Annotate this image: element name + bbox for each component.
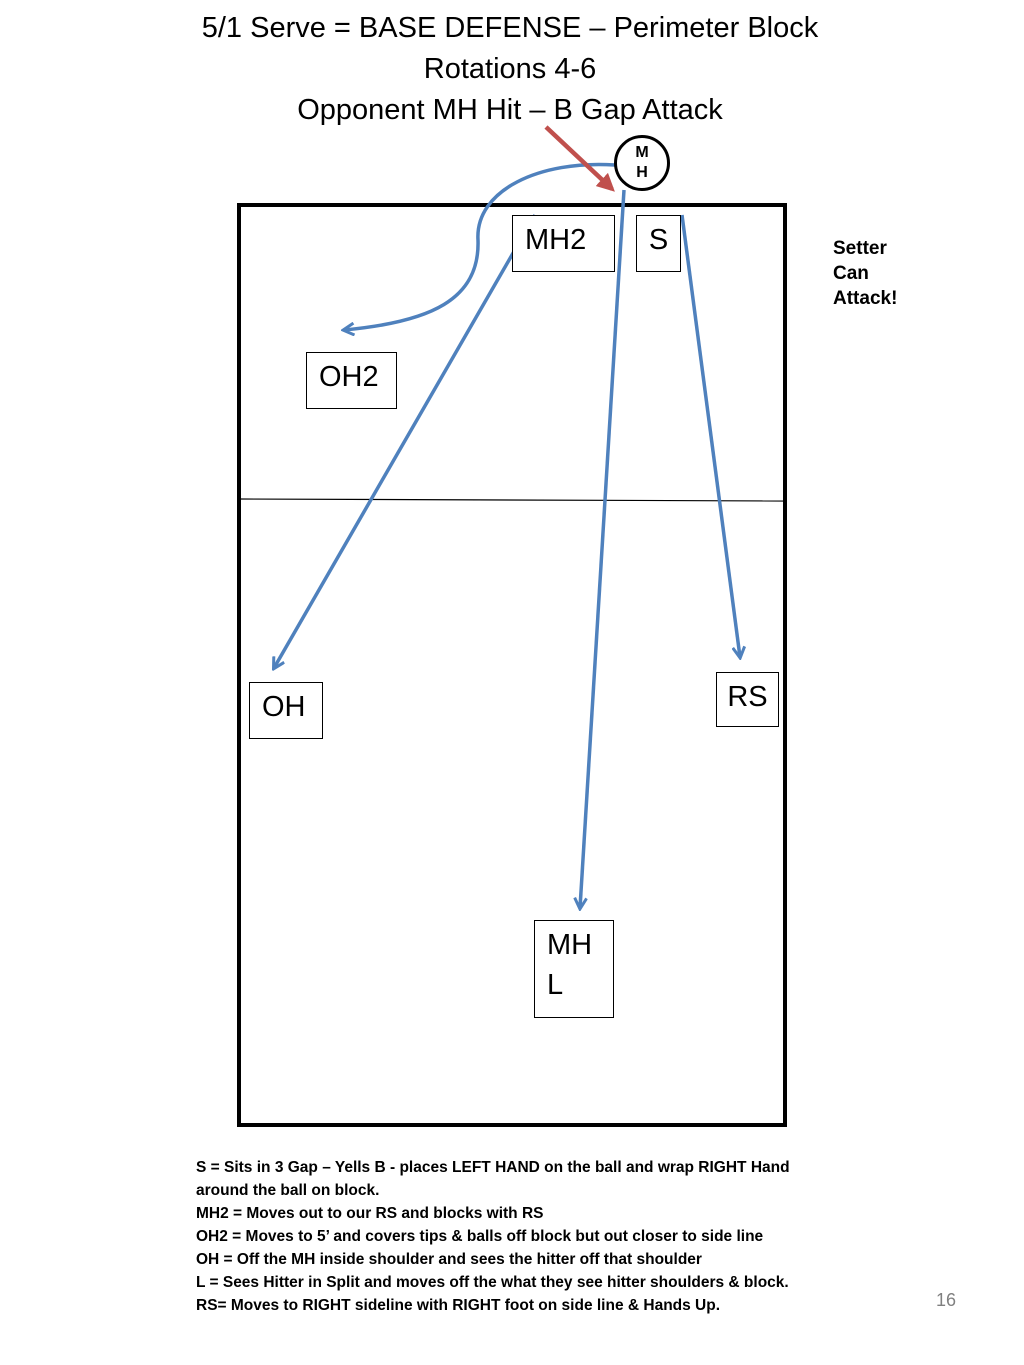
opponent-label-line-1: M [635,144,649,161]
setter-note-line-1: Setter [833,238,887,259]
title-line-2: Rotations 4-6 [423,53,597,85]
setter-note-line-2: Can [833,263,869,284]
page-number: 16 [936,1290,957,1310]
player-oh2-label: OH2 [319,361,379,393]
oh2-movement-arrow [344,162,616,330]
player-rs: RS [716,672,779,727]
opponent-label-line-2: H [636,164,648,181]
player-mh-libero: MH L [534,920,614,1018]
player-oh: OH [249,682,323,739]
legend-item-rs: RS= Moves to RIGHT sideline with RIGHT f… [196,1297,721,1314]
title-line-1: 5/1 Serve = BASE DEFENSE – Perimeter Blo… [201,12,819,44]
player-setter-label: S [648,224,669,256]
court-boundary [237,203,787,1127]
setter-note: Setter Can Attack! [833,236,923,311]
legend-item-oh2: OH2 = Moves to 5’ and covers tips & ball… [196,1228,764,1245]
attack-arrow [544,125,615,192]
legend-item-mh2: MH2 = Moves out to our RS and blocks wit… [196,1205,544,1222]
title-line-3: Opponent MH Hit – B Gap Attack [297,94,723,126]
legend-item-s: S = Sits in 3 Gap – Yells B - places LEF… [196,1159,790,1199]
player-mh-libero-label-line-2: L [547,969,564,1001]
rs-movement-arrow [680,214,740,657]
legend: S = Sits in 3 Gap – Yells B - places LEF… [196,1156,836,1317]
legend-item-oh: OH = Off the MH inside shoulder and sees… [196,1251,702,1268]
opponent-middle-hitter-marker: M H [614,135,670,191]
center-line [238,498,786,502]
player-rs-label: RS [727,681,768,713]
player-oh-label: OH [262,691,306,723]
legend-item-l: L = Sees Hitter in Split and moves off t… [196,1274,789,1291]
player-mh2-label: MH2 [525,224,587,256]
oh-movement-arrow [274,214,537,668]
setter-note-line-3: Attack! [833,288,898,309]
player-oh2: OH2 [306,352,397,409]
player-setter: S [636,215,681,272]
player-mh2: MH2 [512,215,615,272]
libero-movement-arrow [580,189,626,908]
player-mh-libero-label-line-1: MH [547,929,593,961]
